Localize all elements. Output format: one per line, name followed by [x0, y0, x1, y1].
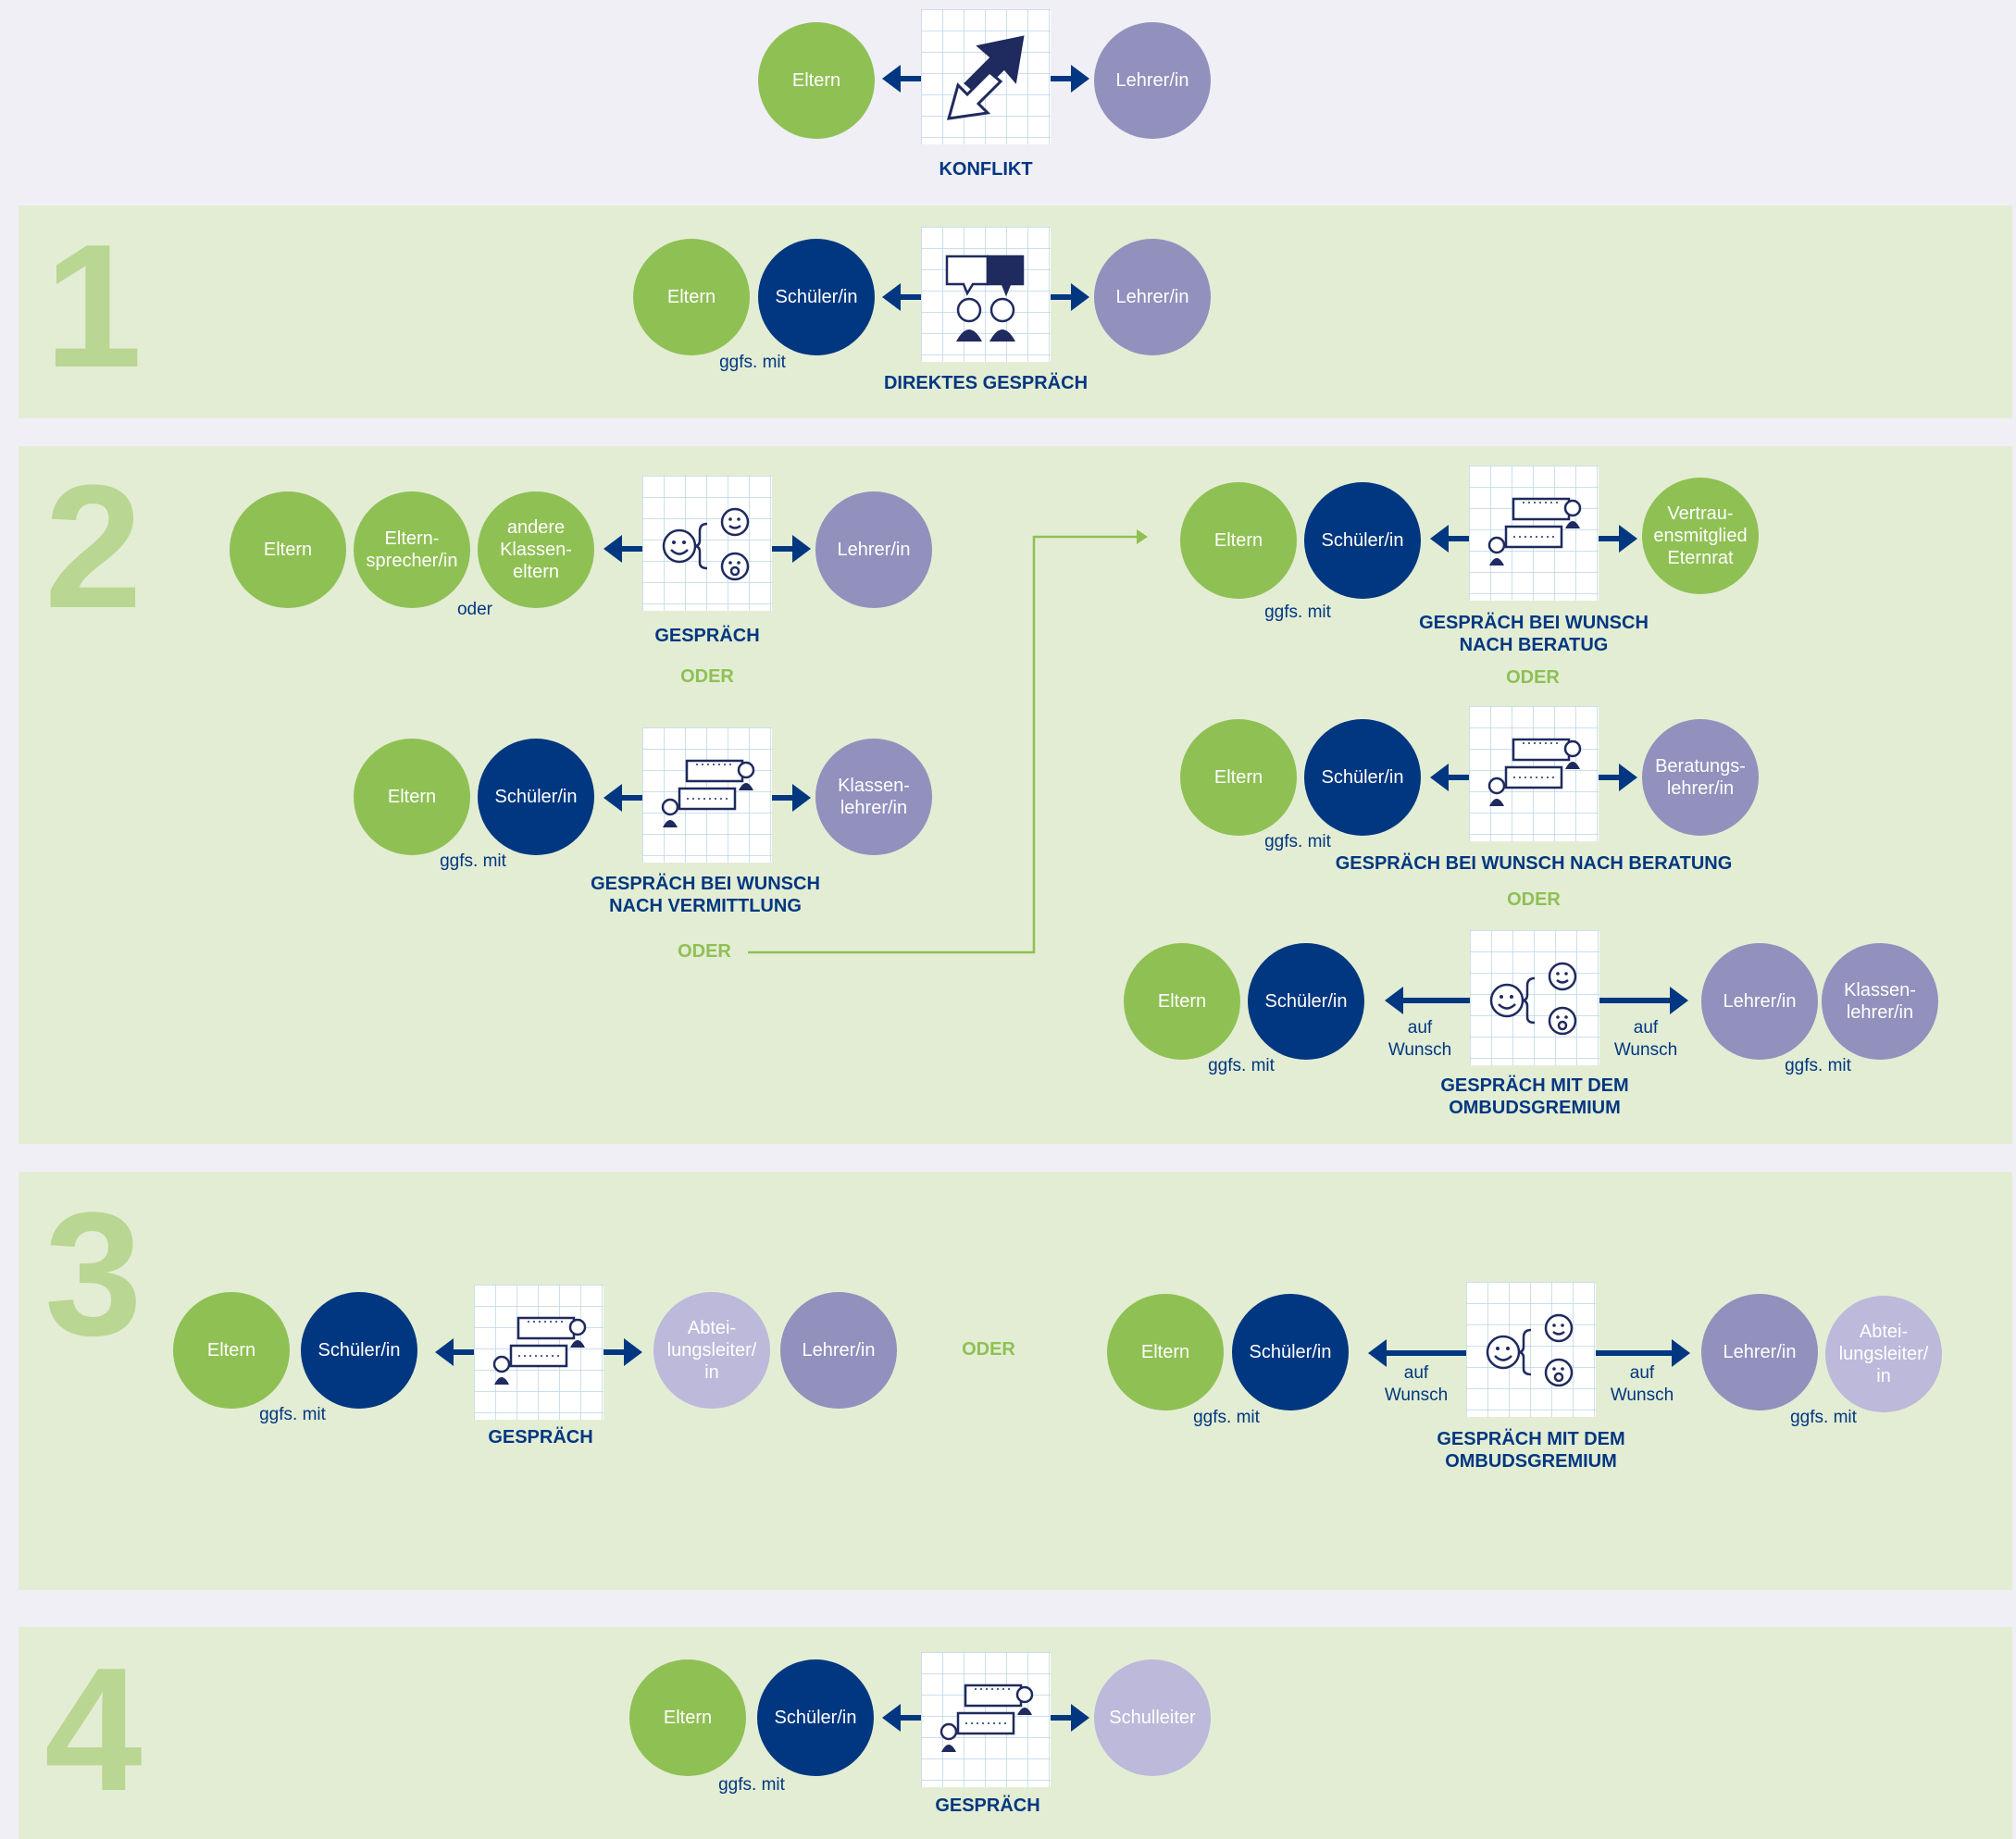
s3b-eltern-circle: Eltern: [1107, 1294, 1224, 1410]
s2e-label: GESPRÄCH MIT DEM OMBUDSGREMIUM: [1440, 1075, 1629, 1118]
s2b-klassenlehrer-circle: Klassen- lehrer/in: [815, 739, 932, 855]
s3a-ggfs-mit: ggfs. mit: [259, 1405, 326, 1424]
s4-ggfs-mit: ggfs. mit: [718, 1775, 785, 1795]
s2b-arrow-left: [604, 784, 642, 812]
s3b-ggfs-mit: ggfs. mit: [1193, 1408, 1260, 1427]
s3a-eltern-circle: Eltern: [173, 1292, 290, 1409]
s2e-ggfs-mit: ggfs. mit: [1208, 1056, 1275, 1075]
s2c-label: GESPRÄCH BEI WUNSCH NACH BERATUG: [1419, 613, 1649, 655]
top-konflikt-label: KONFLIKT: [939, 159, 1033, 180]
top-arrow-right: [1051, 65, 1089, 93]
s3b-lehrer-circle: Lehrer/in: [1701, 1294, 1818, 1410]
s2c-eltern-circle: Eltern: [1180, 482, 1297, 599]
s2a-oder-small: oder: [456, 600, 493, 619]
s2b-arrow-right: [772, 784, 811, 812]
s2e-ggfs-mit-right: ggfs. mit: [1785, 1056, 1851, 1075]
s3b-auf-wunsch-left: auf Wunsch: [1384, 1363, 1449, 1405]
s2c-arrow-left: [1430, 525, 1469, 553]
chat-bubbles-people-icon: [1469, 706, 1599, 841]
chat-bubbles-people-icon: [1469, 466, 1599, 601]
top-arrow-left: [882, 65, 921, 93]
s3b-arrow-left: [1368, 1339, 1466, 1367]
chat-bubbles-people-icon: [921, 1652, 1051, 1787]
s4-eltern-circle: Eltern: [629, 1659, 746, 1776]
s3a-arrow-left: [435, 1338, 474, 1366]
s1-eltern-circle: Eltern: [633, 239, 750, 355]
s3a-lehrer-circle: Lehrer/in: [780, 1292, 897, 1409]
s2c-oder: ODER: [1506, 667, 1560, 688]
s1-schueler-circle: Schüler/in: [758, 239, 875, 355]
s2a-oder: ODER: [680, 666, 734, 687]
s3a-schueler-circle: Schüler/in: [301, 1292, 417, 1409]
s4-arrow-left: [882, 1704, 921, 1732]
s3b-label: GESPRÄCH MIT DEM OMBUDSGREMIUM: [1437, 1429, 1625, 1472]
s2a-elternsprecher-circle: Eltern- sprecher/in: [354, 491, 470, 608]
s3a-arrow-right: [604, 1338, 642, 1366]
s1-arrow-right: [1051, 283, 1089, 311]
s2e-arrow-right: [1599, 987, 1688, 1014]
s2b-ggfs-mit: ggfs. mit: [440, 851, 506, 871]
s2e-lehrer-circle: Lehrer/in: [1701, 943, 1818, 1060]
step-number-2: 2: [44, 449, 143, 645]
top-lehrer-circle: Lehrer/in: [1094, 22, 1211, 139]
s3b-ggfs-mit-right: ggfs. mit: [1790, 1408, 1857, 1427]
s2d-schueler-circle: Schüler/in: [1304, 719, 1421, 836]
s2b-oder: ODER: [678, 941, 731, 962]
s2a-arrow-left: [604, 535, 642, 563]
s2d-eltern-circle: Eltern: [1180, 719, 1297, 836]
s2b-schueler-circle: Schüler/in: [478, 739, 594, 855]
s3b-arrow-right: [1596, 1339, 1690, 1367]
top-eltern-circle: Eltern: [758, 22, 875, 139]
s2d-beratungslehrer-circle: Beratungs- lehrer/in: [1642, 719, 1759, 836]
s2a-andere-klasseneltern-circle: andere Klassen- eltern: [478, 491, 594, 608]
s2a-arrow-right: [772, 535, 811, 563]
s2c-schueler-circle: Schüler/in: [1304, 482, 1421, 599]
s2d-label: GESPRÄCH BEI WUNSCH NACH BERATUNG: [1335, 853, 1733, 874]
s3b-abteilungsleiter-circle: Abtei- lungsleiter/ in: [1825, 1296, 1942, 1412]
s3b-auf-wunsch-right: auf Wunsch: [1610, 1363, 1674, 1405]
s2a-label: GESPRÄCH: [654, 626, 760, 646]
chat-bubbles-people-icon: [474, 1285, 604, 1420]
s2c-arrow-right: [1599, 525, 1637, 553]
s2d-arrow-left: [1430, 764, 1469, 791]
s3-oder: ODER: [962, 1339, 1015, 1360]
s2e-arrow-left: [1385, 987, 1470, 1014]
step-number-4: 4: [44, 1632, 143, 1828]
s2d-ggfs-mit: ggfs. mit: [1264, 832, 1331, 851]
s4-schulleiter-circle: Schulleiter: [1094, 1659, 1211, 1776]
s2b-label: GESPRÄCH BEI WUNSCH NACH VERMITTLUNG: [591, 874, 820, 916]
s2e-auf-wunsch-left: auf Wunsch: [1388, 1018, 1452, 1060]
s2d-arrow-right: [1599, 764, 1637, 791]
s3a-label: GESPRÄCH: [488, 1427, 593, 1448]
s1-lehrer-circle: Lehrer/in: [1094, 239, 1211, 355]
s2a-eltern-circle: Eltern: [230, 491, 346, 608]
s2e-auf-wunsch-right: auf Wunsch: [1613, 1018, 1678, 1060]
s4-arrow-right: [1051, 1704, 1089, 1732]
s1-arrow-left: [882, 283, 921, 311]
s1-ggfs-mit: ggfs. mit: [719, 353, 786, 372]
s4-label: GESPRÄCH: [935, 1796, 1040, 1816]
s3a-abteilungsleiter-circle: Abtei- lungsleiter/ in: [653, 1292, 770, 1409]
s2c-ggfs-mit: ggfs. mit: [1264, 603, 1331, 622]
step-number-1: 1: [44, 208, 143, 404]
s1-label: DIREKTES GESPRÄCH: [883, 373, 1089, 393]
s3b-schueler-circle: Schüler/in: [1232, 1294, 1349, 1410]
step-number-3: 3: [44, 1176, 143, 1373]
s2e-eltern-circle: Eltern: [1124, 943, 1240, 1060]
s4-schueler-circle: Schüler/in: [757, 1659, 874, 1776]
s2e-klassenlehrer-circle: Klassen- lehrer/in: [1822, 943, 1938, 1060]
s2e-schueler-circle: Schüler/in: [1248, 943, 1364, 1060]
s2a-lehrer-circle: Lehrer/in: [815, 491, 932, 608]
s2d-oder: ODER: [1507, 889, 1561, 910]
s2c-vertrauensmitglied-circle: Vertrau- ensmitglied Eternrat: [1642, 478, 1759, 594]
s2b-eltern-circle: Eltern: [354, 739, 470, 855]
